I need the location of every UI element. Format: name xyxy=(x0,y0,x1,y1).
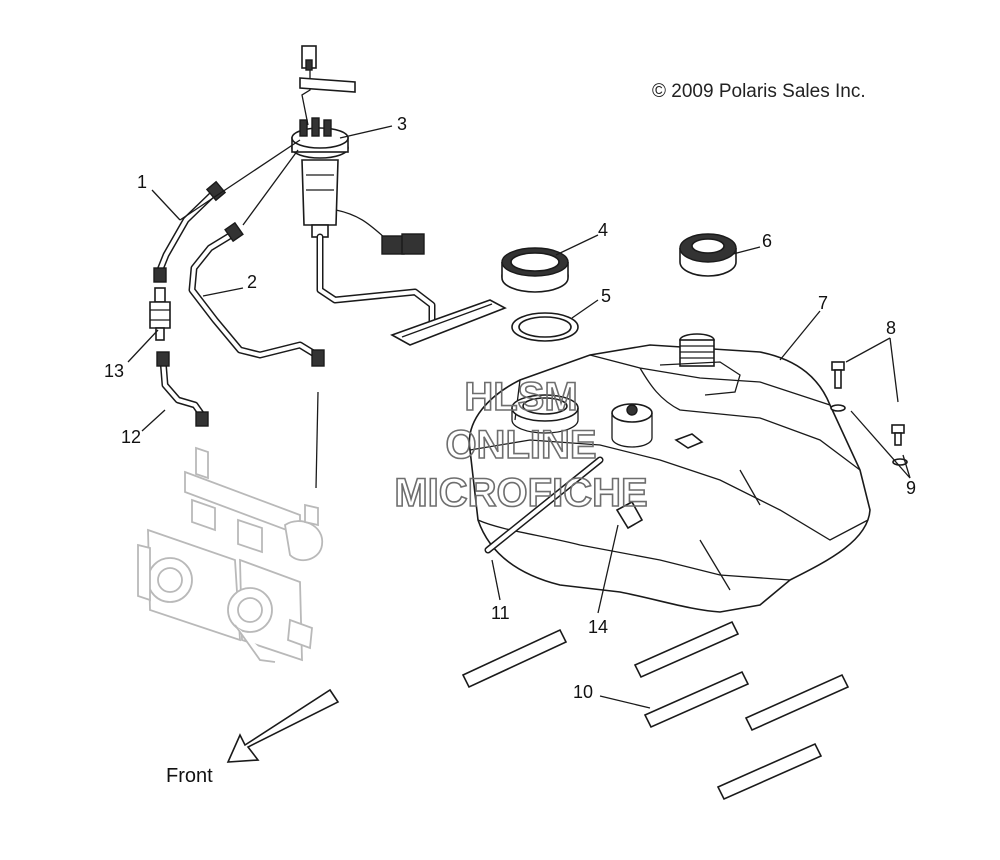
bolts-and-washers xyxy=(830,361,908,466)
watermark: HLSM ONLINE MICROFICHE xyxy=(394,374,649,516)
watermark-line-1: HLSM xyxy=(464,375,577,419)
callout-13: 13 xyxy=(104,361,124,381)
leader-line-fuel-rail xyxy=(315,391,319,489)
rubber-pads xyxy=(461,620,850,801)
callout-2: 2 xyxy=(247,272,257,292)
seal xyxy=(511,312,579,342)
fuel-line-2 xyxy=(188,221,325,367)
callout-9: 9 xyxy=(906,478,916,498)
callout-10: 10 xyxy=(573,682,593,702)
callout-11: 11 xyxy=(491,603,510,623)
callout-7: 7 xyxy=(818,293,828,313)
copyright-text: © 2009 Polaris Sales Inc. xyxy=(652,81,866,102)
callout-3: 3 xyxy=(397,114,407,134)
fuel-tank xyxy=(468,333,871,613)
callout-1: 1 xyxy=(137,172,147,192)
fuel-pump xyxy=(291,45,507,346)
fuel-filter xyxy=(149,287,171,341)
callout-12: 12 xyxy=(121,427,141,447)
front-label: Front xyxy=(166,765,213,787)
callout-5: 5 xyxy=(601,286,611,306)
throttle-body-ghost xyxy=(137,446,323,663)
watermark-line-2: ONLINE xyxy=(445,423,596,467)
lock-ring xyxy=(501,247,569,293)
callout-8: 8 xyxy=(886,318,896,338)
fuel-cap xyxy=(679,233,737,277)
leader-lines xyxy=(127,125,911,709)
front-arrow-icon xyxy=(226,688,340,763)
callout-14: 14 xyxy=(588,617,608,637)
fuel-hose-12 xyxy=(156,351,209,427)
callout-4: 4 xyxy=(598,220,608,240)
callout-6: 6 xyxy=(762,231,772,251)
vent-tube xyxy=(484,456,604,554)
watermark-line-3: MICROFICHE xyxy=(394,471,647,515)
